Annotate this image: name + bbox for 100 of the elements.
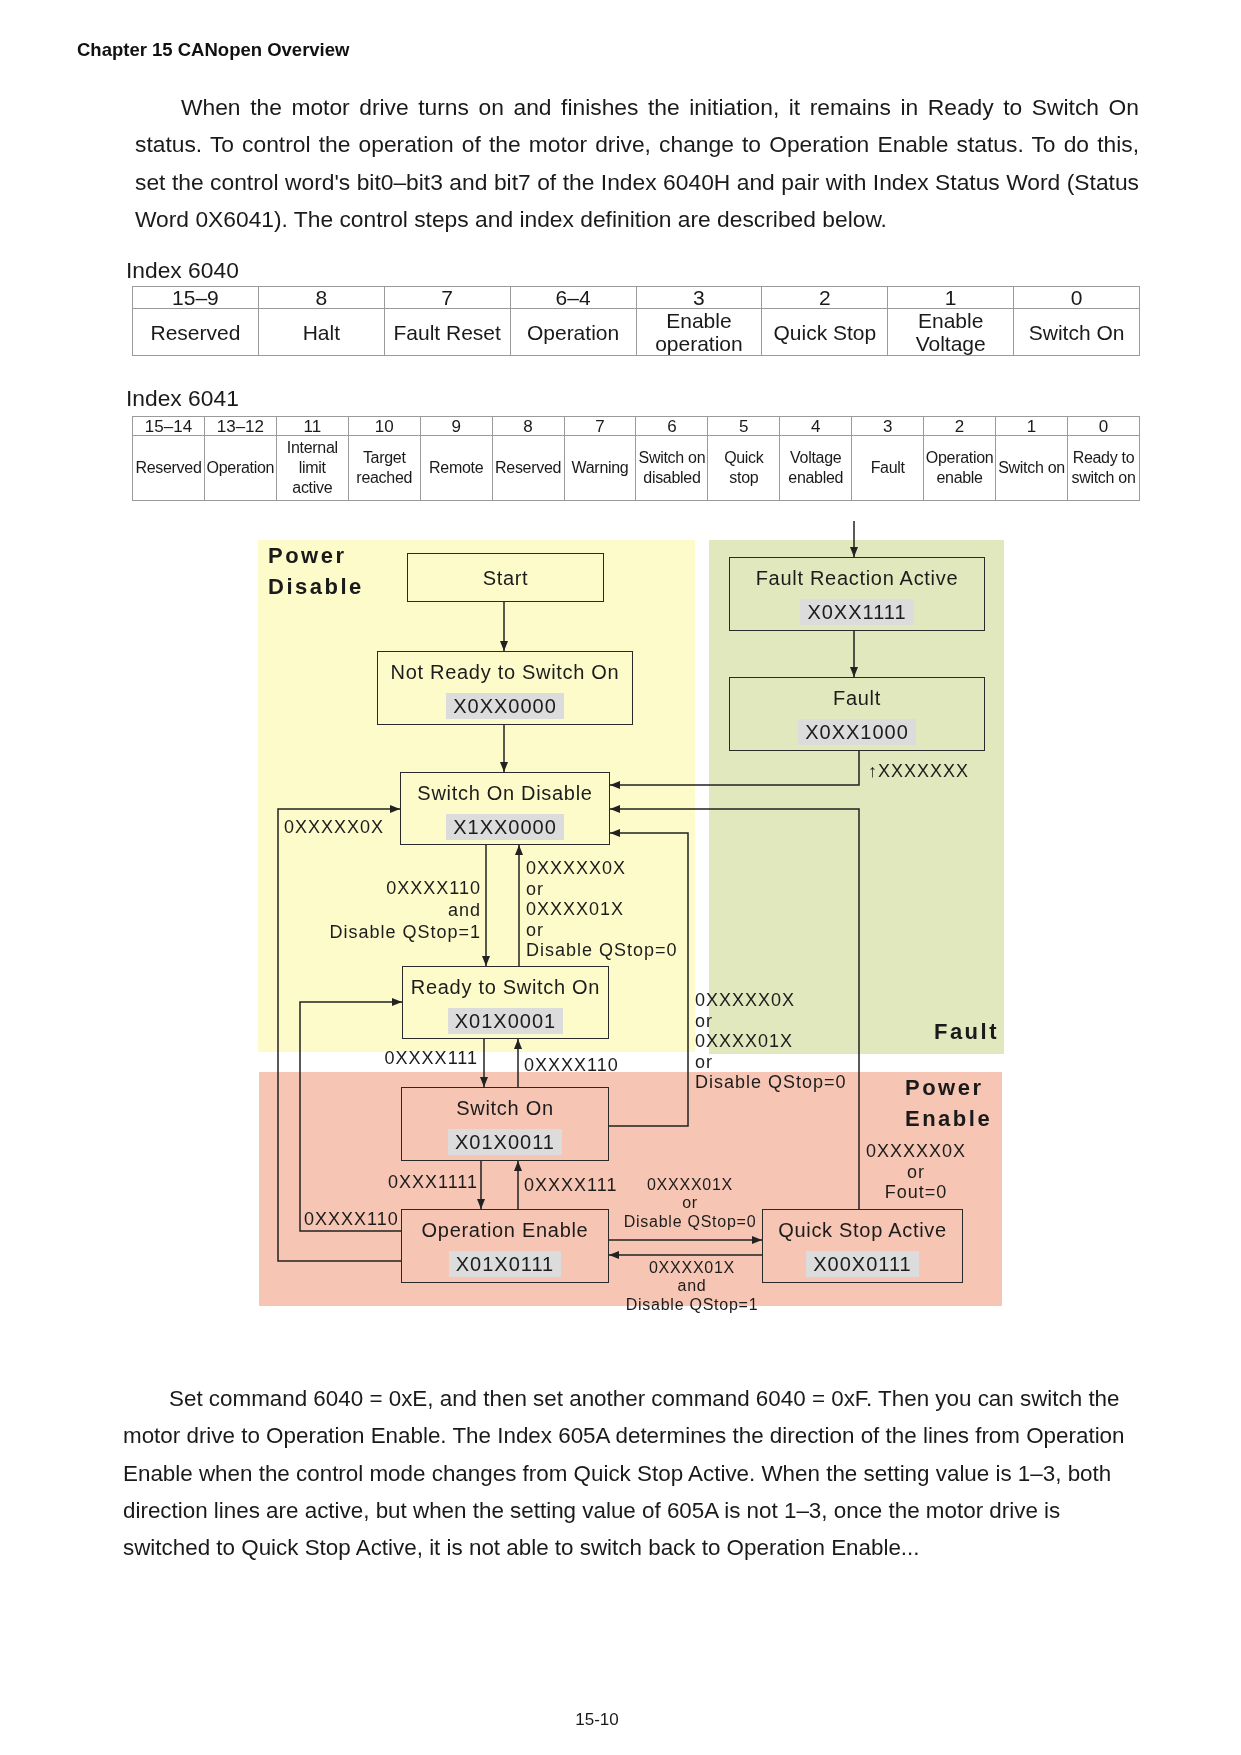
state-name: Not Ready to Switch On bbox=[390, 660, 620, 684]
status-code: X0XX0000 bbox=[446, 693, 564, 719]
region-band bbox=[258, 540, 695, 1052]
edge-label: 0XXXX110 bbox=[304, 1209, 399, 1230]
bit-number-cell: 4 bbox=[779, 416, 852, 436]
bit-function-cell: Fault bbox=[851, 435, 924, 501]
bit-number-cell: 15–14 bbox=[132, 416, 205, 436]
state-box bbox=[407, 553, 604, 602]
status-code: X1XX0000 bbox=[446, 814, 564, 840]
arrow bbox=[609, 805, 860, 1210]
bit-function-cell: Operation bbox=[510, 308, 636, 356]
arrow bbox=[608, 829, 689, 1127]
state-box bbox=[729, 677, 985, 751]
bit-number-cell: 10 bbox=[348, 416, 421, 436]
arrow bbox=[477, 1160, 485, 1210]
bit-function-cell: Internal limit active bbox=[276, 435, 349, 501]
state-name: Fault Reaction Active bbox=[755, 566, 959, 590]
edge-label: 0XXX1111 bbox=[387, 1172, 478, 1193]
arrow bbox=[500, 724, 508, 773]
bit-function-cell: Switch on bbox=[995, 435, 1068, 501]
bit-function-cell: Reserved bbox=[492, 435, 565, 501]
status-code: X01X0011 bbox=[448, 1129, 562, 1155]
bit-function-cell: Enable Voltage bbox=[887, 308, 1014, 356]
bit-number-cell: 1 bbox=[887, 286, 1014, 309]
state-name: Ready to Switch On bbox=[410, 975, 601, 999]
bit-number-cell: 1 bbox=[995, 416, 1068, 436]
bit-function-cell: Reserved bbox=[132, 308, 259, 356]
state-name: Quick Stop Active bbox=[778, 1218, 947, 1242]
edge-label: 0XXXX111 bbox=[384, 1048, 478, 1069]
bit-function-cell: Enable operation bbox=[636, 308, 762, 356]
body-paragraph: When the motor drive turns on and finishes the initiation, it remains in Ready to Switch On status. To control the operation of the motor drive, change to Operation Enable status. To do this, set the control word's bit0–bit3 and bit7 of the Index 6040H and pair with Index Status Word (Status Word 0X6041). The control steps and index definition are described below. bbox=[135, 93, 1139, 234]
state-name: Switch On Disable bbox=[417, 781, 593, 805]
bit-number-cell: 13–12 bbox=[204, 416, 277, 436]
bit-number-cell: 11 bbox=[276, 416, 349, 436]
table-title: Index 6041 bbox=[126, 385, 239, 411]
state-box bbox=[762, 1209, 963, 1283]
bit-number-cell: 8 bbox=[258, 286, 385, 309]
arrow bbox=[514, 1160, 522, 1210]
state-name: Operation Enable bbox=[421, 1218, 589, 1242]
arrow bbox=[850, 630, 858, 678]
bit-number-cell: 0 bbox=[1013, 286, 1140, 309]
band-title: Power Enable bbox=[905, 1074, 993, 1133]
status-code: X00X0111 bbox=[806, 1251, 919, 1277]
state-box bbox=[401, 1209, 609, 1283]
bit-number-cell: 6 bbox=[635, 416, 708, 436]
state-name: Fault bbox=[833, 686, 881, 710]
edge-label: 0XXXX110 bbox=[524, 1055, 619, 1076]
state-box bbox=[401, 1087, 609, 1161]
page-number: 15-10 bbox=[575, 1710, 619, 1730]
bit-number-cell: 3 bbox=[636, 286, 762, 309]
bit-function-cell: Halt bbox=[258, 308, 385, 356]
edge-label: 0XXXXX0X or 0XXXX01X or Disable QStop=0 bbox=[695, 990, 847, 1093]
state-box bbox=[377, 651, 633, 725]
edge-label: 0XXXXX0X or Fout=0 bbox=[865, 1141, 967, 1203]
bit-function-cell: Voltage enabled bbox=[779, 435, 852, 501]
bit-number-cell: 2 bbox=[923, 416, 996, 436]
bit-function-cell: Quick stop bbox=[707, 435, 780, 501]
state-box bbox=[729, 557, 985, 631]
bit-number-cell: 2 bbox=[761, 286, 888, 309]
bit-number-cell: 6–4 bbox=[510, 286, 636, 309]
band-title: Power Disable bbox=[268, 542, 364, 601]
edge-label: 0XXXX110 and Disable QStop=1 bbox=[329, 877, 481, 943]
arrow bbox=[514, 1038, 522, 1088]
page-header: Chapter 15 CANopen Overview bbox=[77, 39, 350, 61]
edge-label: 0XXXXX0X or 0XXXX01X or Disable QStop=0 bbox=[526, 858, 678, 961]
bit-function-cell: Operation bbox=[204, 435, 277, 501]
bit-number-cell: 15–9 bbox=[132, 286, 259, 309]
bit-function-cell: Reserved bbox=[132, 435, 205, 501]
edge-label: 0XXXX01X and Disable QStop=1 bbox=[625, 1259, 759, 1314]
bit-function-cell: Quick Stop bbox=[761, 308, 888, 356]
state-name: Switch On bbox=[456, 1096, 554, 1120]
table-title: Index 6040 bbox=[126, 257, 239, 283]
arrow bbox=[609, 750, 860, 789]
bit-function-cell: Ready to switch on bbox=[1067, 435, 1140, 501]
band-title: Fault bbox=[933, 1018, 999, 1046]
edge-label: 0XXXX01X or Disable QStop=0 bbox=[623, 1176, 757, 1231]
edge-label: 0XXXX111 bbox=[524, 1175, 618, 1196]
bit-number-cell: 5 bbox=[707, 416, 780, 436]
arrow bbox=[608, 1251, 763, 1259]
status-code: X01X0111 bbox=[448, 1251, 562, 1277]
arrow bbox=[608, 1236, 763, 1244]
arrow bbox=[515, 844, 523, 967]
arrow bbox=[850, 520, 858, 558]
arrow bbox=[299, 998, 403, 1232]
status-code: X0XX1000 bbox=[798, 719, 916, 745]
arrow bbox=[482, 844, 490, 967]
arrow bbox=[480, 1038, 488, 1088]
status-code: X0XX1111 bbox=[800, 599, 914, 625]
bit-number-cell: 0 bbox=[1067, 416, 1140, 436]
body-paragraph: Set command 6040 = 0xE, and then set another command 6040 = 0xF. Then you can switch the motor drive to Operation Enable. The Index 605A determines the direction of the lines from Operation Enable when the control mode changes from Quick Stop Active. When the setting value is 1–3, both direction lines are active, but when the setting value of 605A is not 1–3, once the motor drive is switched to Quick Stop Active, it is not able to switch back to Operation Enable... bbox=[123, 1385, 1126, 1563]
state-name: Start bbox=[482, 565, 529, 590]
status-code: X01X0001 bbox=[447, 1008, 564, 1034]
edge-label: ↑XXXXXXX bbox=[868, 761, 970, 782]
bit-function-cell: Remote bbox=[420, 435, 493, 501]
arrow bbox=[500, 601, 508, 652]
edge-label: 0XXXXX0X bbox=[284, 817, 385, 838]
bit-function-cell: Switch On bbox=[1013, 308, 1140, 356]
bit-number-cell: 8 bbox=[492, 416, 565, 436]
bit-number-cell: 9 bbox=[420, 416, 493, 436]
bit-number-cell: 7 bbox=[384, 286, 511, 309]
